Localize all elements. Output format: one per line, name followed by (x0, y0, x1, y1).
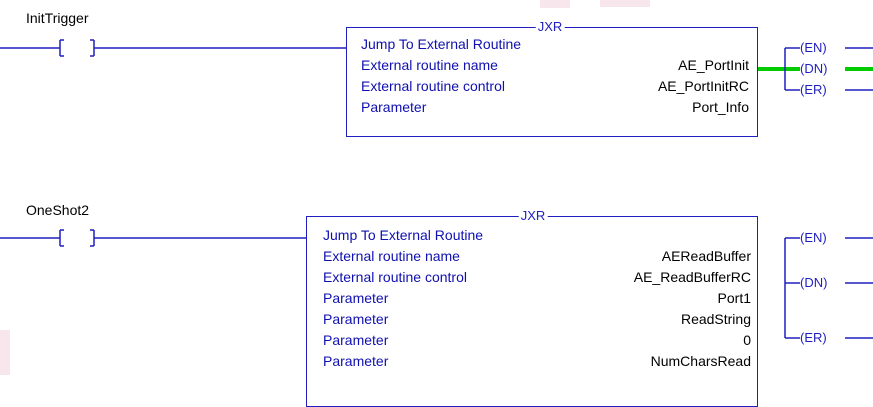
param-value[interactable]: AE_PortInitRC (657, 78, 749, 94)
output-er: (ER) (800, 330, 827, 345)
output-er: (ER) (800, 82, 827, 97)
param-value[interactable]: 0 (743, 332, 751, 348)
instruction-mnemonic: JXR (518, 208, 548, 223)
param-row[interactable]: Parameter 0 (323, 332, 751, 352)
param-value[interactable]: Port_Info (692, 99, 749, 115)
param-row[interactable]: Parameter Port1 (323, 290, 751, 310)
param-name: Parameter (323, 311, 389, 327)
param-name: Parameter (323, 332, 389, 348)
param-name: Parameter (323, 353, 389, 369)
param-row[interactable]: External routine control AE_ReadBufferRC (323, 269, 751, 289)
param-name: External routine control (361, 78, 505, 94)
param-row[interactable]: Parameter Port_Info (361, 99, 749, 119)
jxr-instruction-box[interactable]: JXR Jump To External Routine External ro… (346, 19, 758, 137)
param-value[interactable]: AE_PortInit (678, 57, 749, 73)
param-value[interactable]: AE_ReadBufferRC (633, 269, 751, 285)
param-name: Parameter (323, 290, 389, 306)
instruction-title: Jump To External Routine (323, 227, 484, 243)
param-name: External routine name (361, 57, 498, 73)
output-en: (EN) (800, 230, 827, 245)
param-value[interactable]: ReadString (680, 311, 751, 327)
watermark-fragment (540, 0, 570, 8)
output-dn: (DN) (800, 275, 828, 290)
param-row[interactable]: External routine name AE_PortInit (361, 57, 749, 77)
param-row[interactable]: Parameter ReadString (323, 311, 751, 331)
param-name: External routine name (323, 248, 460, 264)
output-en: (EN) (800, 40, 827, 55)
param-name: Parameter (361, 99, 427, 115)
param-row[interactable]: External routine control AE_PortInitRC (361, 78, 749, 98)
param-value[interactable]: NumCharsRead (650, 353, 751, 369)
param-value[interactable]: AEReadBuffer (661, 248, 751, 264)
watermark-fragment (0, 330, 10, 375)
jxr-instruction-box[interactable]: JXR Jump To External Routine External ro… (306, 208, 758, 407)
rung-1-wiring (0, 39, 873, 91)
param-row[interactable]: External routine name AEReadBuffer (323, 248, 751, 268)
param-value[interactable]: Port1 (717, 290, 751, 306)
contact-tag-label[interactable]: OneShot2 (26, 202, 90, 218)
instruction-mnemonic: JXR (535, 19, 565, 34)
param-name: External routine control (323, 269, 467, 285)
rung-2-wiring (0, 229, 873, 339)
param-row[interactable]: Parameter NumCharsRead (323, 353, 751, 373)
contact-tag-label[interactable]: InitTrigger (26, 10, 89, 26)
watermark-fragment (600, 0, 650, 7)
instruction-title: Jump To External Routine (361, 36, 522, 52)
output-dn: (DN) (800, 61, 828, 76)
